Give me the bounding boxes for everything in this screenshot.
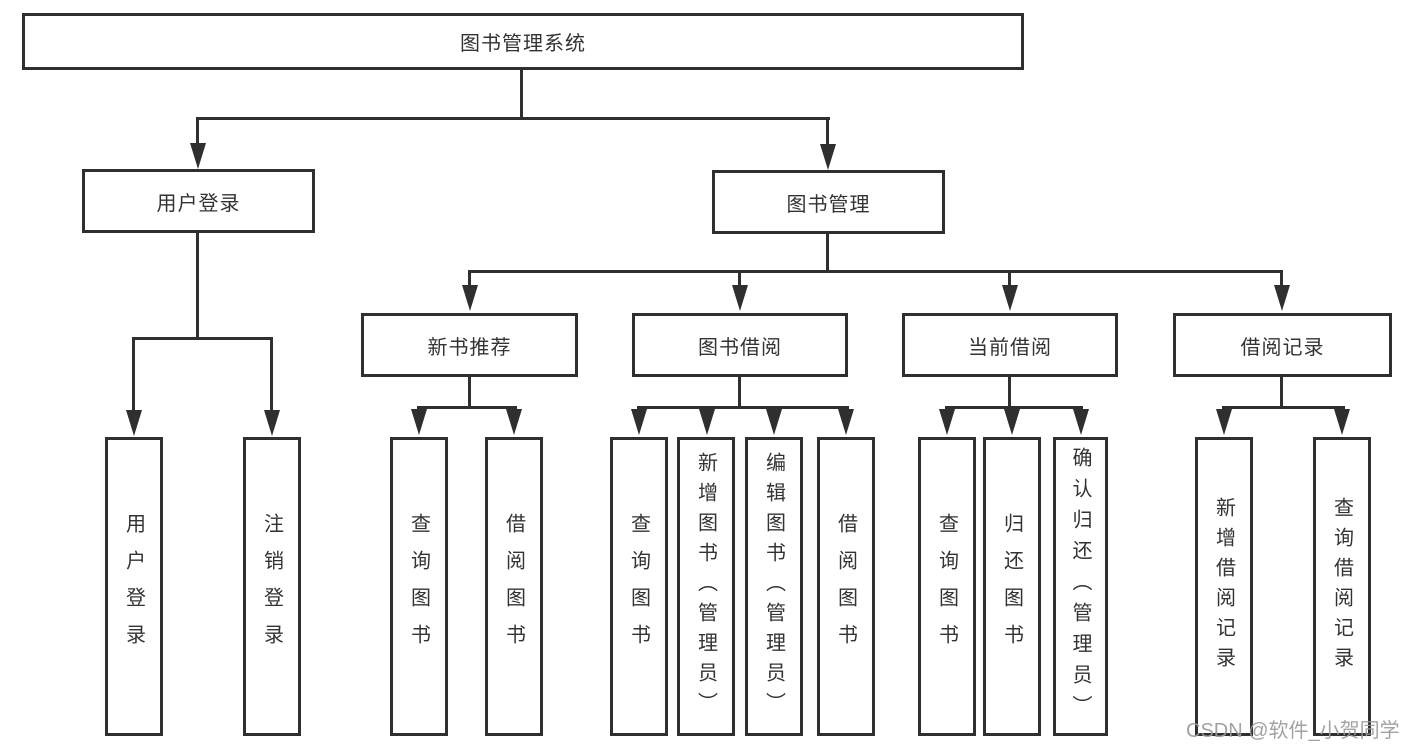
node-module-book-borrow: 图书借阅 [632,313,848,377]
node-label: 新增图书（管理员） [694,451,717,722]
node-leaf-query-borrow-record: 查询借阅记录 [1313,437,1371,736]
arrowhead-down [631,409,647,435]
watermark: CSDN @软件_小贺同学 [1186,720,1400,742]
node-label: 编辑图书（管理员） [762,451,785,722]
connector-hline [945,406,1083,409]
node-user-login: 用户登录 [82,169,315,233]
connector-vline [196,232,199,339]
arrowhead-down [264,410,280,436]
node-label: 归还图书 [1000,512,1023,661]
connector-hline [417,406,517,409]
node-book-management: 图书管理 [712,170,945,234]
connector-vline [826,233,829,272]
connector-vline [132,337,135,412]
connector-vline [826,117,829,146]
node-leaf-edit-book-admin: 编辑图书（管理员） [745,437,803,736]
arrowhead-down [190,143,206,169]
arrowhead-down [1274,285,1290,311]
node-label: 用户登录 [156,192,241,215]
node-module-borrow-record: 借阅记录 [1173,313,1392,377]
connector-hline [468,270,1283,273]
arrowhead-down [732,285,748,311]
node-label: 图书管理系统 [460,33,586,55]
connector-hline [132,337,273,340]
connector-vline [1280,270,1283,287]
connector-vline [468,270,471,287]
arrowhead-down [1334,409,1350,435]
node-module-current-borrow: 当前借阅 [902,313,1118,377]
arrowhead-down [699,409,715,435]
node-label: 图书管理 [786,193,871,216]
node-module-new-book-recommend: 新书推荐 [361,313,578,377]
connector-vline [738,376,741,409]
arrowhead-down [1002,285,1018,311]
node-leaf-add-borrow-record: 新增借阅记录 [1195,437,1253,736]
arrowhead-down [1216,409,1232,435]
node-label: 新增借阅记录 [1212,496,1235,677]
node-label: 图书借阅 [698,336,782,359]
node-leaf-add-book-admin: 新增图书（管理员） [677,437,735,736]
node-label: 确认归还（管理员） [1069,447,1091,726]
node-leaf-user-login: 用户登录 [105,437,163,736]
arrowhead-down [838,409,854,435]
node-leaf-borrow-books-recommend: 借阅图书 [485,437,543,736]
node-leaf-query-books-borrow: 查询图书 [610,437,668,736]
node-root: 图书管理系统 [22,13,1024,70]
node-label: 查询图书 [935,512,958,661]
connector-vline [1008,376,1011,409]
arrowhead-down [411,409,427,435]
node-leaf-return-book: 归还图书 [983,437,1041,736]
connector-hline [637,406,849,409]
node-leaf-confirm-return-admin: 确认归还（管理员） [1053,437,1108,736]
node-label: 用户登录 [122,512,145,661]
node-label: 新书推荐 [427,336,512,359]
node-label: 借阅图书 [834,512,857,661]
arrowhead-down [506,409,522,435]
node-leaf-borrow-books: 借阅图书 [817,437,875,736]
node-label: 注销登录 [260,512,283,661]
arrowhead-down [939,409,955,435]
connector-vline [1280,376,1283,409]
node-leaf-query-books-current: 查询图书 [918,437,976,736]
connector-vline [468,376,471,409]
node-label: 查询图书 [407,512,430,661]
node-leaf-query-books-recommend: 查询图书 [390,437,448,736]
node-label: 借阅图书 [502,512,525,661]
arrowhead-down [1004,409,1020,435]
connector-vline [196,117,199,145]
connector-hline [196,117,830,120]
connector-vline [1008,270,1011,287]
arrowhead-down [1073,409,1089,435]
arrowhead-down [126,410,142,436]
arrowhead-down [820,144,836,170]
arrowhead-down [766,409,782,435]
node-label: 查询图书 [627,512,650,661]
node-leaf-logout: 注销登录 [243,437,301,736]
connector-hline [1222,406,1345,409]
node-label: 借阅记录 [1240,336,1325,359]
connector-vline [270,337,273,412]
node-label: 当前借阅 [968,336,1052,359]
node-label: 查询借阅记录 [1330,496,1353,677]
connector-vline [738,270,741,287]
arrowhead-down [462,285,478,311]
connector-vline [520,69,523,119]
